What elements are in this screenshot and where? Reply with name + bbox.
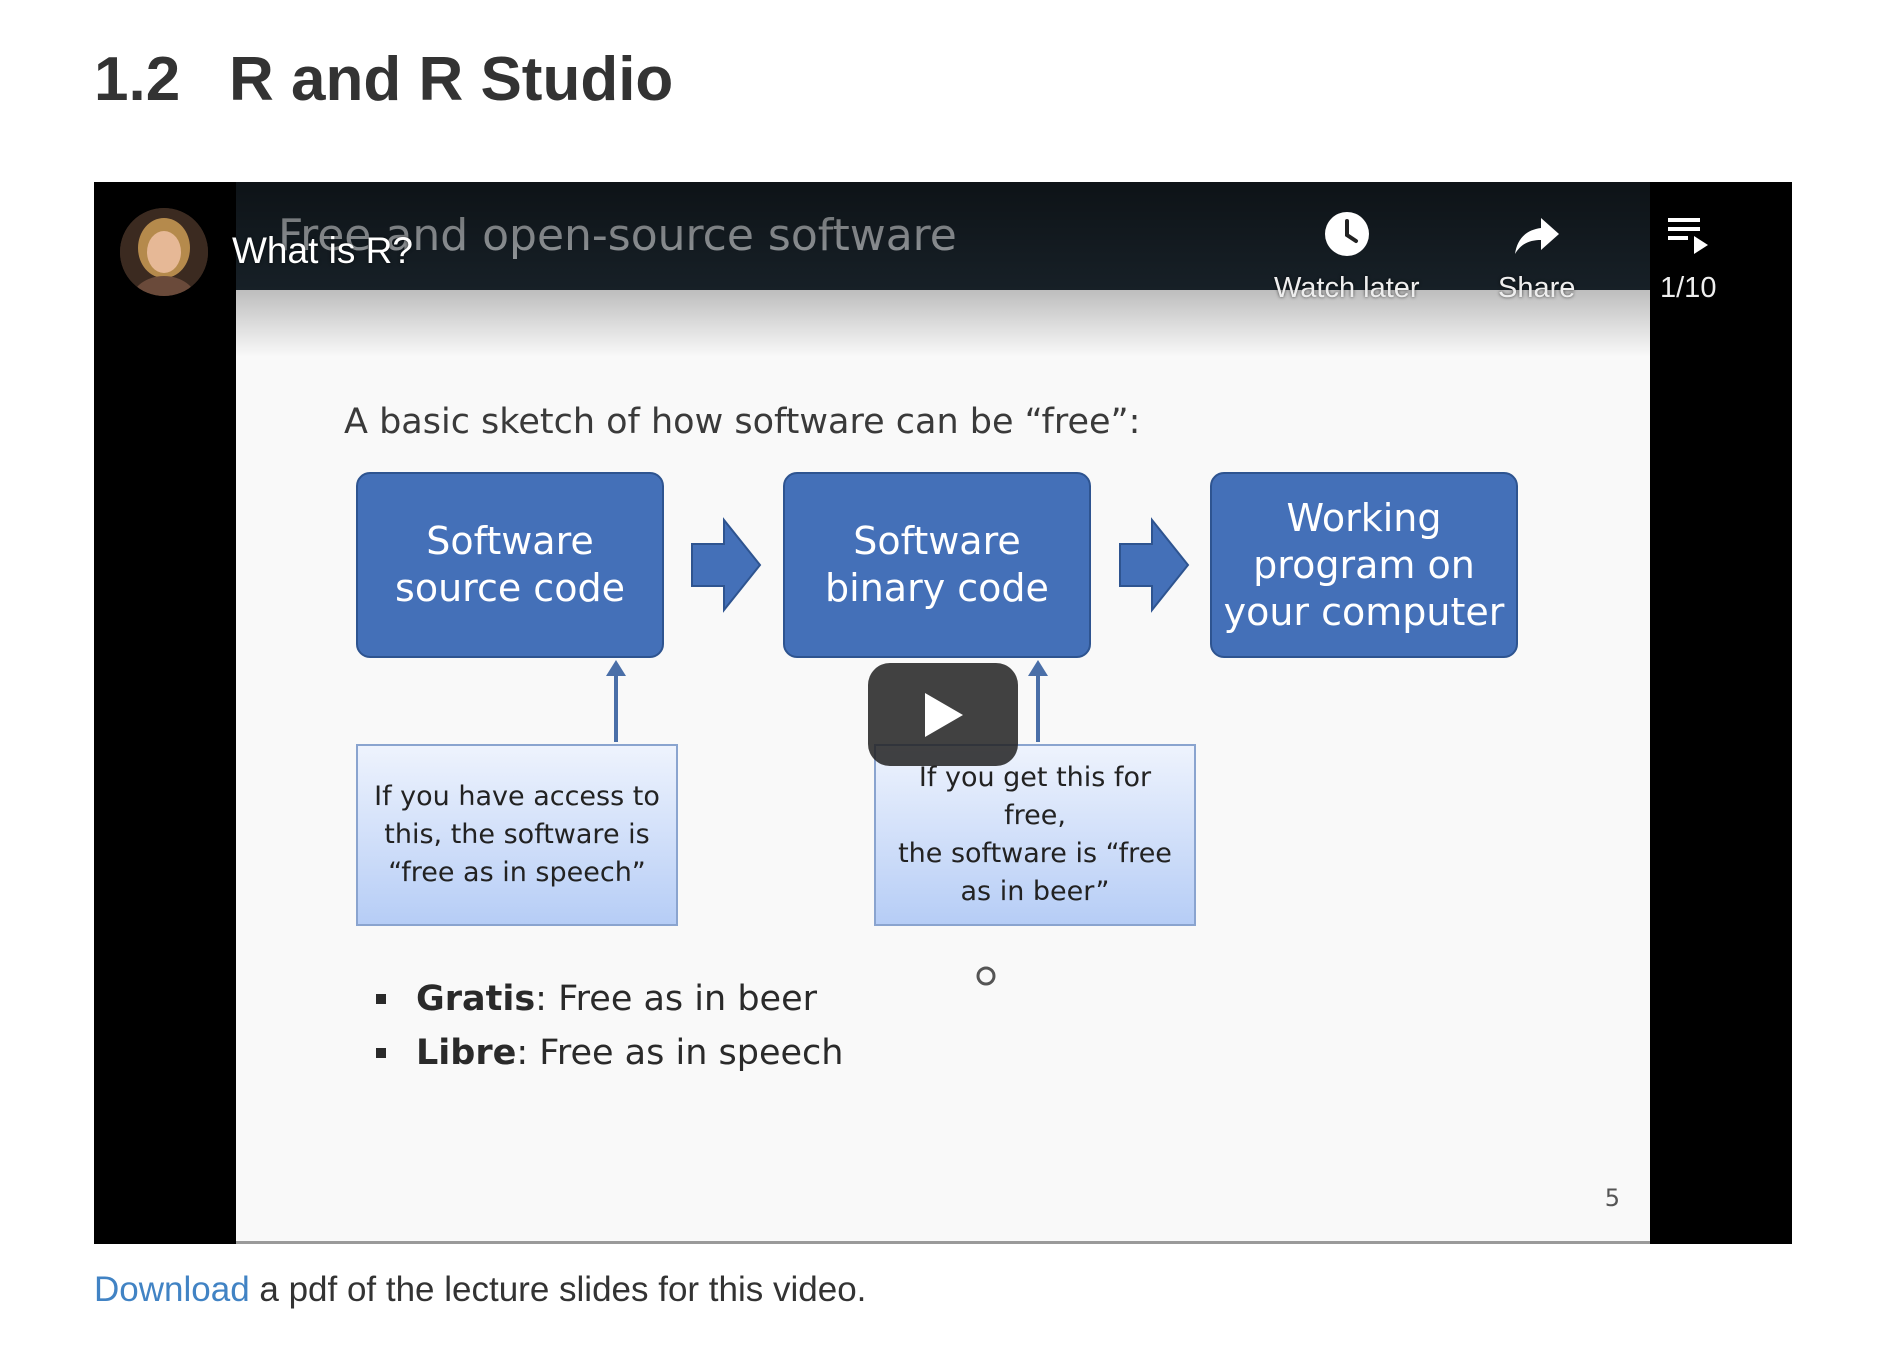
caption-text: a pdf of the lecture slides for this vid… (249, 1270, 867, 1309)
bullet-dot (376, 994, 386, 1004)
cursor-icon (976, 966, 996, 986)
playlist-icon (1668, 218, 1709, 254)
bullet-text: : Free as in speech (516, 1033, 844, 1073)
avatar-icon (120, 208, 208, 296)
section-number: 1.2 (94, 45, 181, 114)
caption: Download a pdf of the lecture slides for… (94, 1270, 866, 1310)
playlist-position: 1/10 (1660, 272, 1717, 304)
flow-box-binary-code: Software binary code (783, 472, 1091, 658)
bullet-dot (376, 1048, 386, 1058)
share-arrow-icon (1514, 218, 1559, 254)
play-button[interactable] (868, 663, 1018, 766)
section-title: R and R Studio (229, 45, 674, 114)
slide-intro: A basic sketch of how software can be “f… (344, 402, 1141, 442)
slide-bullets: Gratis: Free as in beer Libre: Free as i… (376, 972, 843, 1080)
section-heading: 1.2 R and R Studio (94, 44, 673, 116)
bullet-item: Gratis: Free as in beer (376, 972, 843, 1026)
watch-later-label: Watch later (1274, 272, 1420, 304)
slide-page-number: 5 (1604, 1184, 1620, 1212)
note-box-speech: If you have access to this, the software… (356, 744, 678, 926)
note-text: If you have access to this, the software… (374, 781, 660, 888)
clock-icon (1324, 212, 1369, 256)
watch-later-button[interactable]: Watch later (1274, 210, 1420, 305)
flow-box-label: Software source code (395, 519, 625, 610)
share-button[interactable]: Share (1498, 210, 1575, 305)
channel-avatar[interactable] (120, 208, 208, 296)
bullet-item: Libre: Free as in speech (376, 1026, 843, 1080)
flow-box-label: Software binary code (825, 519, 1049, 610)
download-link[interactable]: Download (94, 1270, 250, 1309)
note-text: If you get this for free, the software i… (898, 762, 1172, 907)
video-title[interactable]: What is R? (232, 230, 413, 271)
flow-box-label: Working program on your computer (1223, 495, 1505, 634)
playlist-button[interactable]: 1/10 (1660, 210, 1716, 305)
bullet-term: Libre (416, 1033, 517, 1073)
slide-header: Free and open-source software (236, 182, 1650, 290)
bullet-term: Gratis (416, 979, 536, 1019)
flow-box-working-program: Working program on your computer (1210, 472, 1518, 658)
note-box-beer: If you get this for free, the software i… (874, 744, 1196, 926)
flow-arrow-right-icon (691, 517, 762, 613)
flow-arrow-right-icon (1119, 517, 1190, 613)
video-player[interactable]: Free and open-source software A basic sk… (94, 182, 1792, 1244)
bullet-text: : Free as in beer (535, 979, 818, 1019)
flow-box-source-code: Software source code (356, 472, 664, 658)
share-label: Share (1498, 272, 1576, 304)
play-icon (925, 692, 963, 737)
